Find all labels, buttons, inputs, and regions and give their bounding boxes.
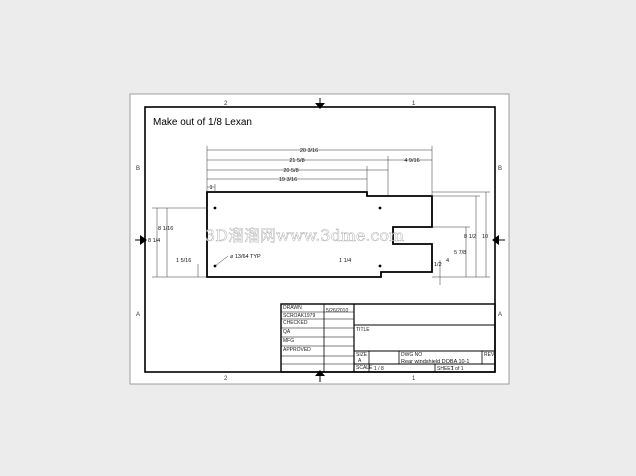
zone-label-left-upper: B: [136, 166, 140, 172]
dim-width-2: 20 5/8: [283, 168, 298, 174]
zone-label-bottom-left: 2: [224, 376, 228, 382]
zone-label-right-lower: A: [498, 312, 502, 318]
part-outline: [206, 191, 433, 278]
centering-mark-bottom: [315, 370, 325, 382]
title-block-checked-label: CHECKED: [283, 320, 308, 326]
dim-height-left-inner: 8 1/16: [158, 226, 173, 232]
dim-height-right-outer: 10: [482, 234, 488, 240]
dim-height-left-outer: 8 1/4: [148, 238, 160, 244]
title-block-dwg-value: Rear windshield DOBA 10-1: [401, 359, 469, 365]
zone-label-top-right: 1: [412, 101, 416, 107]
title-block-title-label: TITLE: [356, 327, 370, 333]
title-block-approved-label: APPROVED: [283, 347, 311, 353]
title-block-drawn-date: 5/26/2010: [326, 308, 348, 314]
hole: [213, 206, 217, 210]
centering-mark-top: [315, 98, 325, 109]
title-block-sheet-value: 1 of 1: [451, 366, 464, 372]
dim-width-3: 19 3/16: [279, 177, 297, 183]
material-note: Make out of 1/8 Lexan: [153, 117, 252, 128]
zone-label-left-lower: A: [136, 312, 140, 318]
title-block-mfg-label: MFG: [283, 338, 294, 344]
dimension-lines: [152, 146, 490, 285]
title-block-rev-label: REV: [484, 352, 495, 358]
dim-overall-width: 20 3/16: [300, 148, 318, 154]
title-block-scale-value: 1 / 8: [374, 366, 384, 372]
zone-label-bottom-right: 1: [412, 376, 416, 382]
centering-mark-right: [492, 235, 505, 245]
dim-width-to-notch: 21 5/8: [289, 158, 304, 164]
dim-height-right-inner: 8 1/2: [464, 234, 476, 240]
zone-label-right-upper: B: [498, 166, 502, 172]
title-block-drawn-label: DRAWN: [283, 305, 302, 311]
title-block: [280, 303, 496, 373]
title-block-size-label: SIZE: [356, 352, 368, 358]
dim-small-b: 1/2: [434, 262, 442, 268]
centering-mark-left: [135, 235, 147, 245]
paper-sheet: [129, 93, 510, 385]
dim-notch-width: 4 9/16: [404, 158, 419, 164]
dim-height-right-notch: 5 7/8: [454, 250, 466, 256]
title-block-sheet-label: SHEET: [437, 366, 454, 372]
dim-small-a: 4: [446, 258, 449, 264]
title-block-scale-label: SCALE: [356, 365, 373, 371]
dim-hole-callout: ⌀ 13/64 TYP: [230, 254, 261, 260]
hole: [378, 206, 382, 210]
title-block-qa-label: QA: [283, 329, 291, 335]
zone-label-top-left: 2: [224, 101, 228, 107]
title-block-size-value: A: [358, 358, 362, 364]
dim-hole-offset-right: 1 1/4: [339, 258, 351, 264]
hole: [378, 264, 382, 268]
title-block-drawn-by: SCROAK1979: [283, 313, 315, 319]
dim-left-offset: 1: [209, 185, 212, 191]
watermark: 3D溜溜网www.3dme.com: [205, 226, 404, 245]
title-block-dwg-label: DWG NO: [401, 352, 422, 358]
dim-hole-offset-left: 1 5/16: [176, 258, 191, 264]
